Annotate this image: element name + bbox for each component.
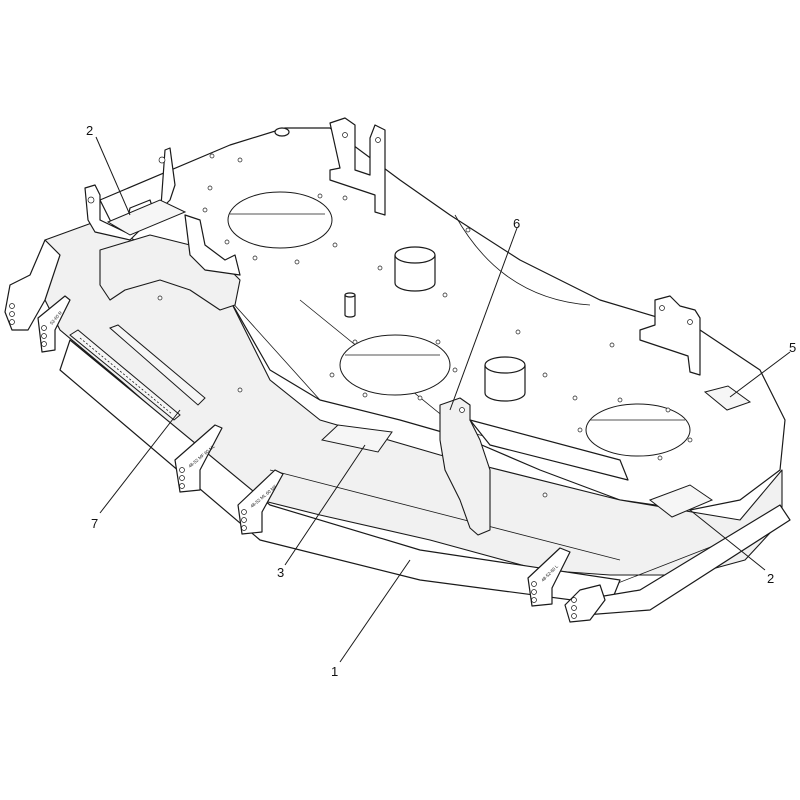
front-right-hanger <box>564 584 606 623</box>
spindle-hole-left <box>227 191 333 249</box>
spindle-openings <box>227 191 691 457</box>
decal-right-rear <box>703 385 752 411</box>
callout-1: 1 <box>331 664 338 679</box>
decal-right-front <box>648 484 714 518</box>
height-bracket-3: 48-52 ML 60 MF <box>237 469 284 535</box>
decal-front-center <box>320 424 393 453</box>
height-bracket-4: 48-52-60 L <box>527 547 571 607</box>
spindle-hole-center <box>339 334 451 396</box>
center-lift-bracket <box>439 397 629 536</box>
callout-2-front-right: 2 <box>767 571 774 586</box>
callout-7: 7 <box>91 516 98 531</box>
callout-labels: 2 6 5 7 3 2 1 <box>86 123 796 679</box>
pulley-bosses <box>274 127 526 402</box>
front-left-hanger <box>4 239 61 331</box>
spindle-hole-right <box>585 403 691 457</box>
callout-3: 3 <box>277 565 284 580</box>
callout-6: 6 <box>513 216 520 231</box>
callout-2-rear-left: 2 <box>86 123 93 138</box>
callout-leaders <box>95 136 791 663</box>
decal-front-left-strip <box>69 324 206 421</box>
left-side-bracket <box>99 214 241 311</box>
rear-bracket-center <box>329 117 386 216</box>
rear-bracket-right <box>639 295 701 376</box>
callout-5: 5 <box>789 340 796 355</box>
decal-rear-left <box>106 199 187 236</box>
